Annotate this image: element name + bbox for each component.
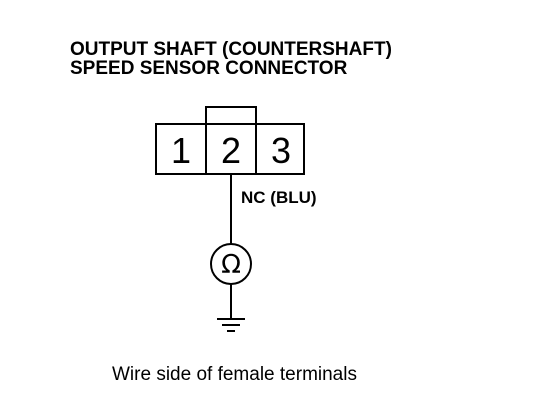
- diagram-title-line-2: SPEED SENSOR CONNECTOR: [70, 58, 348, 79]
- terminal-3-label: 3: [271, 130, 291, 171]
- connector-lock-tab: [205, 106, 257, 125]
- ohm-symbol: Ω: [221, 250, 241, 280]
- diagram-caption: Wire side of female terminals: [112, 364, 357, 385]
- diagram-title-line-1: OUTPUT SHAFT (COUNTERSHAFT): [70, 39, 392, 60]
- ground-icon: [217, 318, 245, 332]
- ohmmeter-icon: Ω: [210, 243, 252, 285]
- wire-color-label: NC (BLU): [241, 188, 317, 207]
- terminal-2-label: 2: [221, 130, 241, 171]
- terminal-1-label: 1: [171, 130, 191, 171]
